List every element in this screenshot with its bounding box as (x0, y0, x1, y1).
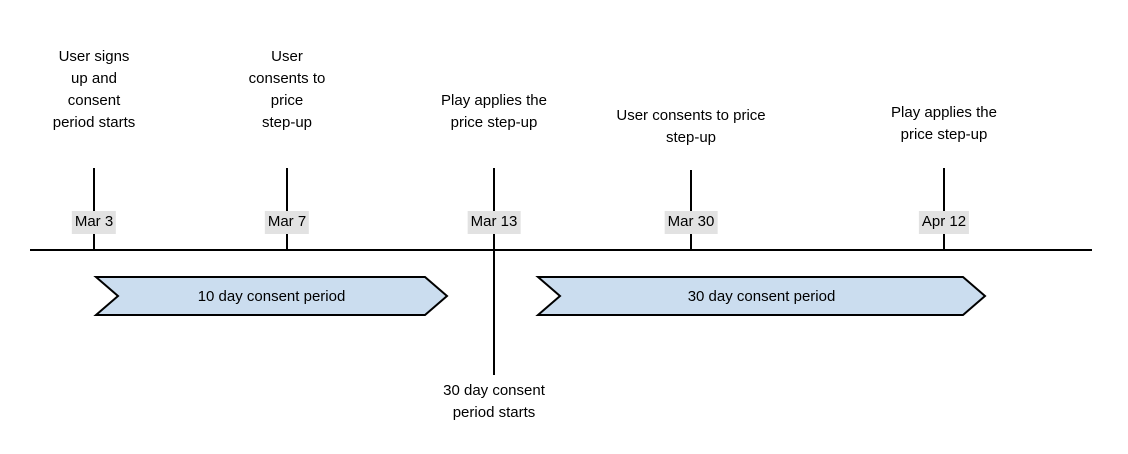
drop-caption-30-day-start: 30 day consent period starts (443, 382, 545, 421)
event-tick-mar-30 (690, 170, 692, 250)
event-tick-apr-12 (943, 168, 945, 250)
period-bar-thirty-day-consent: 30 day consent period (535, 276, 987, 316)
event-caption-apr-12: Play applies the price step-up (891, 104, 997, 143)
event-caption-mar-3: User signs up and consent period starts (52, 48, 136, 131)
date-label-mar-7: Mar 7 (264, 211, 310, 234)
drop-line-30-day-start (493, 250, 495, 375)
date-label-apr-12: Apr 12 (918, 211, 970, 234)
chevron-shape-ten-day-consent (93, 276, 449, 316)
timeline-axis (30, 249, 1092, 251)
chevron-shape-thirty-day-consent (535, 276, 987, 316)
date-label-mar-13: Mar 13 (467, 211, 521, 234)
event-caption-mar-13: Play applies the price step-up (441, 92, 547, 131)
event-tick-mar-3 (93, 168, 95, 250)
event-tick-mar-13 (493, 168, 495, 250)
event-caption-mar-30: User consents to price step-up (616, 107, 766, 146)
event-tick-mar-7 (286, 168, 288, 250)
period-bar-ten-day-consent: 10 day consent period (93, 276, 449, 316)
event-caption-mar-7: User consents to price step-up (248, 48, 326, 131)
date-label-mar-30: Mar 30 (664, 211, 718, 234)
date-label-mar-3: Mar 3 (71, 211, 117, 234)
